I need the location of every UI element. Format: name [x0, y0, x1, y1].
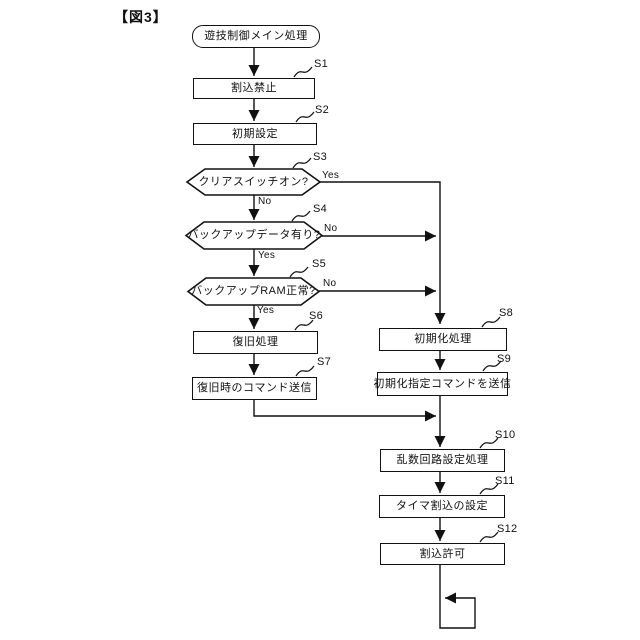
step-label-s2: S2: [315, 104, 330, 116]
s5-no-label: No: [323, 278, 337, 289]
step-label-s9: S9: [497, 353, 512, 365]
process-s1: 割込禁止: [193, 78, 315, 99]
decision-shapes: [184, 168, 324, 306]
start-node: 遊技制御メイン処理: [192, 25, 320, 48]
decision-s3-shape: [185, 168, 322, 196]
decision-s5: バックアップRAM正常?: [191, 285, 316, 297]
process-s11: タイマ割込の設定: [379, 495, 505, 518]
step-label-s12: S12: [497, 523, 518, 535]
step-label-s8: S8: [499, 307, 514, 319]
main-loop-back: [439, 563, 476, 629]
s5-yes-label: Yes: [257, 305, 275, 316]
step-label-s1: S1: [314, 58, 329, 70]
s4-no-label: No: [324, 223, 338, 234]
process-s7: 復旧時のコマンド送信: [192, 377, 317, 400]
decision-s5-shape: [186, 277, 321, 306]
step-label-s10: S10: [495, 429, 516, 441]
process-s10: 乱数回路設定処理: [380, 449, 505, 472]
process-s8: 初期化処理: [379, 328, 507, 351]
s3-no-label: No: [258, 196, 272, 207]
decision-s3: クリアスイッチオン?: [198, 175, 309, 188]
process-s6: 復旧処理: [193, 331, 318, 354]
step-label-s11: S11: [495, 475, 515, 487]
s3-yes-branch: [320, 181, 446, 324]
merge-arrow: [253, 398, 436, 422]
process-s2: 初期設定: [193, 123, 317, 145]
step-label-s7: S7: [317, 356, 332, 368]
step-leader-squiggles: [289, 66, 502, 543]
step-label-s4: S4: [313, 203, 328, 215]
s3-yes-label: Yes: [322, 170, 340, 181]
step-label-s5: S5: [312, 258, 327, 270]
decision-s4-shape: [184, 221, 324, 250]
step-label-s6: S6: [309, 310, 324, 322]
process-s12: 割込許可: [380, 543, 505, 565]
process-s9: 初期化指定コマンドを送信: [374, 372, 511, 396]
decision-s4: バックアップデータ有り?: [187, 229, 321, 241]
s4-yes-label: Yes: [258, 250, 276, 261]
step-label-s3: S3: [313, 151, 328, 163]
figure-label: 【図3】: [114, 9, 168, 25]
flow-arrows: [248, 46, 476, 629]
